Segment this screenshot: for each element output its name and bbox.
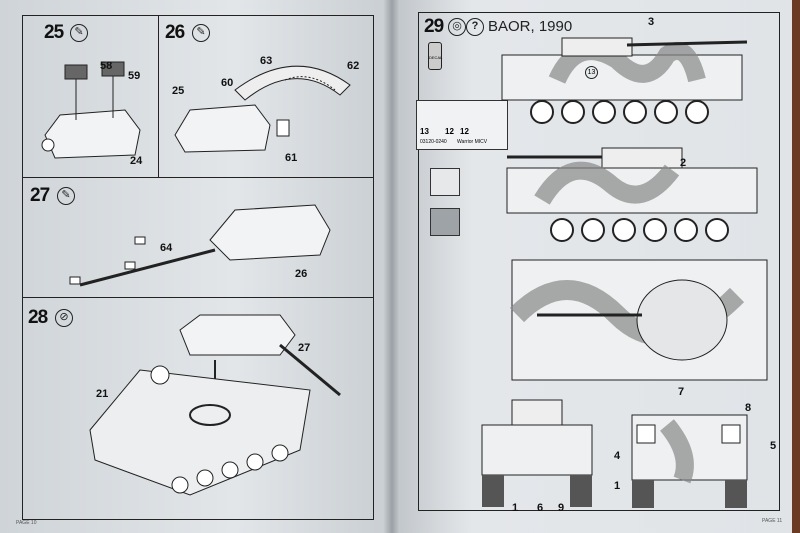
hull-turret-assembly-drawing xyxy=(89,314,341,496)
turret-assembly-drawing xyxy=(41,61,141,159)
part-number: 59 xyxy=(128,70,141,82)
scheme-title: BAOR, 1990 xyxy=(488,18,573,35)
rear-view-drawing xyxy=(631,414,748,508)
decal-number: 13 xyxy=(420,127,429,136)
part-number: 26 xyxy=(295,268,308,280)
step-29-frame xyxy=(418,12,780,511)
part-number: 60 xyxy=(221,77,234,89)
step-number: 29 xyxy=(424,16,444,37)
part-number: 61 xyxy=(285,152,298,164)
step-number: 25 xyxy=(44,22,64,43)
glue-icon: ✎ xyxy=(70,24,88,42)
decal-solution-jar: DECAL xyxy=(428,42,442,70)
side-view-left-drawing xyxy=(501,37,748,124)
front-view-drawing xyxy=(481,399,593,507)
decal-number: 12 xyxy=(445,127,454,136)
callout-number: 2 xyxy=(680,157,687,169)
decal-icon: ◎ xyxy=(448,18,466,36)
page-footer: PAGE 11 xyxy=(762,518,783,524)
callout-number: 7 xyxy=(678,386,685,398)
callout-number: 6 xyxy=(537,502,544,514)
callout-number: 8 xyxy=(745,402,752,414)
part-number: 27 xyxy=(298,342,311,354)
step-number: 28 xyxy=(28,307,48,328)
color-swatch-dark xyxy=(430,208,460,236)
hull-number-decal: 13 xyxy=(585,66,598,79)
part-number: 63 xyxy=(260,55,273,67)
top-view-drawing xyxy=(509,259,768,381)
turret-basket-drawing xyxy=(174,65,351,153)
step-number: 26 xyxy=(165,22,185,43)
question-icon: ? xyxy=(466,18,484,36)
part-number: 64 xyxy=(160,242,173,254)
page-footer: PAGE 10 xyxy=(16,520,37,526)
no-glue-icon: ⊘ xyxy=(55,309,73,327)
step-number: 27 xyxy=(30,185,50,206)
part-number: 58 xyxy=(100,60,113,72)
callout-number: 4 xyxy=(614,450,621,462)
callout-number: 3 xyxy=(648,16,655,28)
part-number: 25 xyxy=(172,85,185,97)
book-gutter xyxy=(384,0,400,533)
decal-name: Warrior MICV xyxy=(457,139,488,145)
left-page: 25 ✎ 58 59 24 26 ✎ 25 60 63 62 61 27 ✎ 6… xyxy=(0,0,392,533)
decal-sheet: 13 12 12 03120-0240 Warrior MICV xyxy=(416,100,508,150)
part-number: 21 xyxy=(96,388,109,400)
color-swatch-light xyxy=(430,168,460,196)
callout-number: 1 xyxy=(614,480,621,492)
step-27-box xyxy=(22,177,374,298)
side-view-right-drawing xyxy=(506,147,758,242)
callout-number: 1 xyxy=(512,502,519,514)
glue-icon: ✎ xyxy=(57,187,75,205)
gun-barrel-drawing xyxy=(69,204,331,287)
decal-code: 03120-0240 xyxy=(420,139,447,145)
part-number: 62 xyxy=(347,60,360,72)
part-number: 24 xyxy=(130,155,143,167)
callout-number: 9 xyxy=(558,502,565,514)
glue-icon: ✎ xyxy=(192,24,210,42)
right-page: 29 ◎ ? BAOR, 1990 DECAL 13 12 12 03120-0… xyxy=(392,0,792,533)
callout-number: 5 xyxy=(770,440,777,452)
decal-number: 12 xyxy=(460,127,469,136)
